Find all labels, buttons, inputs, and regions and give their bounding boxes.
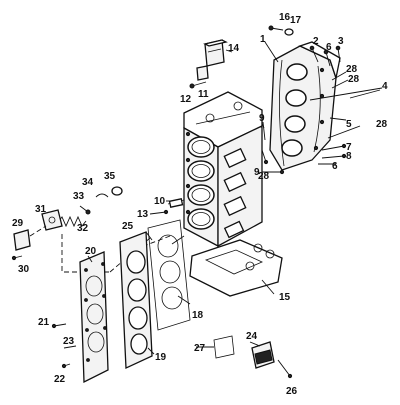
part-35-ring	[111, 186, 123, 196]
label-9-top: 9	[259, 113, 265, 124]
cover-31	[41, 209, 63, 231]
label-35: 35	[104, 171, 116, 182]
cover-part-14	[203, 39, 228, 67]
label-11: 11	[198, 89, 209, 100]
cover-24	[251, 341, 275, 369]
fitting-11	[196, 65, 209, 81]
gasket-15	[189, 239, 283, 297]
cylinder-cover-20	[79, 251, 109, 384]
label-23: 23	[63, 336, 75, 347]
label-10: 10	[154, 196, 166, 207]
label-21: 21	[38, 317, 50, 328]
label-25: 25	[122, 221, 134, 232]
label-12: 12	[180, 94, 192, 105]
label-13: 13	[137, 209, 149, 220]
cap-29	[13, 229, 31, 251]
label-16: 16	[279, 12, 291, 23]
screw-12-top	[189, 81, 207, 89]
bolt-10	[167, 198, 185, 208]
part-labels: 1 2 3 4 5 6 7 8 9 10 11 12 13 14 15 16 1…	[12, 12, 388, 397]
cylinder-block	[183, 91, 263, 248]
screw-30	[11, 255, 23, 261]
label-30: 30	[18, 264, 30, 275]
bolts-28-right	[309, 71, 383, 139]
label-28-c: 28	[376, 119, 388, 130]
label-28-d: 28	[258, 171, 270, 182]
head-gasket-18	[147, 219, 191, 331]
screw-16-17	[268, 25, 294, 36]
label-31: 31	[35, 204, 47, 215]
label-6-top: 6	[326, 42, 332, 53]
label-22: 22	[54, 374, 66, 385]
label-20: 20	[85, 246, 97, 257]
label-27: 27	[194, 343, 206, 354]
label-5: 5	[346, 119, 352, 130]
label-29: 29	[12, 218, 24, 229]
screw-25	[145, 231, 153, 241]
cylinder-head-19	[119, 231, 153, 369]
bolt-2	[309, 45, 319, 63]
label-2: 2	[313, 36, 319, 47]
label-28-b: 28	[348, 74, 360, 85]
screw-23-22	[61, 345, 77, 369]
label-8: 8	[346, 151, 352, 162]
label-34: 34	[82, 177, 94, 188]
bolts-lower-right	[318, 143, 347, 165]
spring-32	[57, 215, 87, 228]
label-6-bottom: 6	[332, 161, 338, 172]
dowel-4	[349, 89, 381, 99]
label-33: 33	[73, 191, 85, 202]
part-34-clip	[95, 193, 109, 198]
screw-9-28-middle	[261, 121, 285, 175]
label-14: 14	[228, 43, 240, 54]
gasket-27	[213, 335, 235, 359]
label-3: 3	[338, 36, 344, 47]
leader-lines	[87, 41, 279, 355]
label-1: 1	[260, 34, 266, 45]
screw-21	[51, 323, 67, 329]
label-18: 18	[192, 310, 204, 321]
part-33-bolt	[79, 205, 91, 215]
label-4: 4	[382, 81, 388, 92]
label-28-a: 28	[346, 64, 358, 75]
label-7: 7	[346, 142, 352, 153]
screw-26	[277, 359, 293, 379]
bolt-13	[149, 209, 169, 215]
label-15: 15	[279, 292, 291, 303]
bolt-6-top	[323, 49, 331, 67]
crankcase-cover	[269, 41, 341, 171]
label-32: 32	[77, 223, 89, 234]
bolt-3	[335, 45, 341, 63]
label-24: 24	[246, 331, 258, 342]
label-19: 19	[155, 352, 167, 363]
label-9-bottom: 9	[254, 167, 260, 178]
label-17: 17	[290, 15, 302, 26]
label-26: 26	[286, 386, 298, 397]
